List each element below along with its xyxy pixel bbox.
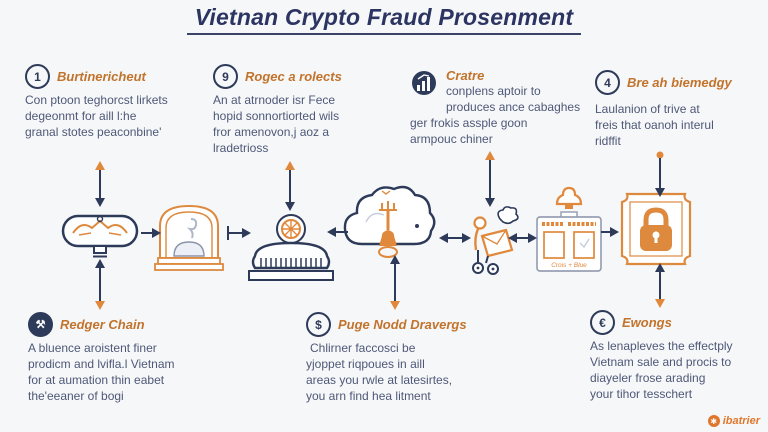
- section-top-4-body: Laulanion of trive at freis that oanoh i…: [595, 101, 760, 149]
- text-line: lradetrioss: [213, 141, 269, 155]
- text-line: diayeler frose arading: [590, 371, 706, 385]
- text-line: Chlirner faccosci be: [310, 341, 416, 355]
- eagle-banner-icon: [60, 206, 140, 263]
- section-top-3-title: Cratre: [446, 68, 485, 83]
- section-top-2: 9 Rogec a rolects An at atrnoder isr Fec…: [213, 64, 381, 156]
- connector-bottom1: [95, 259, 105, 310]
- dollar-badge-icon: $: [306, 312, 331, 337]
- text-line: the'eeaner of bogi: [28, 389, 124, 403]
- text-line: An at atrnoder isr Fece: [213, 93, 336, 107]
- section-top-1-body: Con ptoon teghorcst lirkets degeonmt for…: [25, 92, 193, 140]
- courier-figure-icon: [466, 206, 520, 283]
- euro-badge-icon: €: [590, 310, 615, 335]
- text-line: prodicm and lvifla.l Vietnam: [28, 357, 175, 371]
- section-top-3-body: conplens aptoir to produces ance cabaghe…: [410, 83, 582, 147]
- text-line: fror amenovon,j aoz a: [213, 125, 330, 139]
- connector-top1: [95, 161, 105, 207]
- number-9-badge-icon: 9: [213, 64, 238, 89]
- section-bottom-3-body: As lenapleves the effectply Vietnam sale…: [590, 338, 765, 402]
- watermark-text: ibatrier: [722, 415, 760, 427]
- section-top-2-body: An at atrnoder isr Fece hopid sonnortior…: [213, 92, 381, 156]
- text-line: areas you rwle at latesirtes,: [306, 373, 453, 387]
- section-bottom-1: ⚒ Redger Chain A bluence aroistent finer…: [28, 312, 213, 404]
- cloud-lamp-icon: [338, 180, 438, 273]
- section-top-1-header: 1 Burtinericheut: [25, 64, 193, 89]
- text-line: Vietnam sale and procis to: [590, 355, 732, 369]
- text-line: freis that oanoh interul: [595, 118, 714, 132]
- text-line: ger frokis assple goon: [410, 116, 528, 130]
- number-1-badge-icon: 1: [25, 64, 50, 89]
- section-bottom-1-title: Redger Chain: [60, 317, 145, 332]
- section-bottom-1-body: A bluence aroistent finer prodicm and lv…: [28, 340, 213, 404]
- text-line: you arn find hea litment: [306, 389, 431, 403]
- text-line: degeonmt for aill l:he: [25, 109, 137, 123]
- text-line: produces ance cabaghes: [446, 100, 581, 114]
- page-title: Vietnan Crypto Fraud Prosenment: [0, 4, 768, 35]
- security-lock-icon: [618, 190, 694, 273]
- section-bottom-3-header: € Ewongs: [590, 310, 765, 335]
- watermark-logo-icon: ✱: [707, 415, 720, 427]
- section-bottom-2: $ Puge Nodd Dravergs Chlirner faccosci b…: [306, 312, 486, 404]
- section-bottom-2-header: $ Puge Nodd Dravergs: [306, 312, 486, 337]
- text-line: ridffit: [595, 134, 621, 148]
- text-line: for at aumation thin eabet: [28, 373, 165, 387]
- text-line: granal stotes peaconbine': [25, 125, 162, 139]
- section-top-4-title: Bre ah biemedgy: [627, 75, 732, 90]
- text-line: your tihor tesschert: [590, 387, 693, 401]
- section-top-2-title: Rogec a rolects: [245, 69, 342, 84]
- section-top-1: 1 Burtinericheut Con ptoon teghorcst lir…: [25, 64, 193, 140]
- podium-wheel-icon: [243, 212, 339, 295]
- connector-top3: [485, 151, 495, 207]
- section-top-4: 4 Bre ah biemedgy Laulanion of trive at …: [595, 70, 760, 149]
- section-bottom-2-title: Puge Nodd Dravergs: [338, 317, 467, 332]
- text-line: Con ptoon teghorcst lirkets: [25, 93, 168, 107]
- text-line: armpouc chiner: [410, 132, 493, 146]
- text-line: yjoppet riqpoues in aill: [306, 357, 425, 371]
- text-line: Laulanion of trive at: [595, 102, 700, 116]
- section-bottom-1-header: ⚒ Redger Chain: [28, 312, 213, 337]
- section-bottom-2-body: Chlirner faccosci be yjoppet riqpoues in…: [306, 340, 486, 404]
- text-line: A bluence aroistent finer: [28, 341, 157, 355]
- text-line: hopid sonnortiorted wils: [213, 109, 340, 123]
- section-bottom-3-title: Ewongs: [622, 315, 672, 330]
- gavel-badge-icon: ⚒: [28, 312, 53, 337]
- watermark: ✱ ibatrier: [707, 415, 760, 427]
- page-title-text: Vietnan Crypto Fraud Prosenment: [186, 4, 582, 35]
- section-top-3: Cratre conplens aptoir to produces ance …: [410, 68, 582, 147]
- number-4-badge-icon: 4: [595, 70, 620, 95]
- text-line: conplens aptoir to: [446, 84, 541, 98]
- notice-card-footer-text: Crois + Blue: [551, 262, 587, 269]
- section-top-2-header: 9 Rogec a rolects: [213, 64, 381, 89]
- section-bottom-3: € Ewongs As lenapleves the effectply Vie…: [590, 310, 765, 402]
- section-top-1-title: Burtinericheut: [57, 69, 146, 84]
- arch-monument-icon: [154, 198, 224, 277]
- bar-chart-badge-icon: [410, 69, 438, 102]
- notice-card-icon: Crois + Blue: [534, 184, 604, 281]
- section-top-4-header: 4 Bre ah biemedgy: [595, 70, 760, 95]
- text-line: As lenapleves the effectply: [590, 339, 733, 353]
- connector-top2: [285, 161, 295, 211]
